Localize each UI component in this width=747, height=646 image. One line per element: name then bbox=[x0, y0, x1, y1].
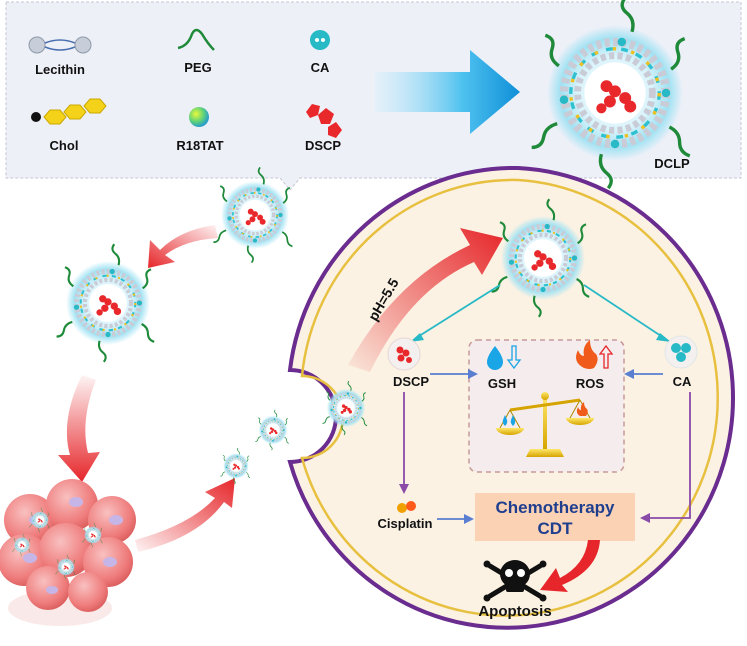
cell-ca-label: CA bbox=[673, 374, 692, 389]
arrow-to-apoptosis bbox=[540, 540, 600, 592]
tumor-cell-cluster bbox=[0, 479, 136, 626]
therapy-cdt-label: CDT bbox=[538, 519, 574, 538]
legend-peg-label: PEG bbox=[184, 60, 211, 75]
lecithin-icon bbox=[28, 36, 92, 54]
cell-dscp-label: DSCP bbox=[393, 374, 429, 389]
legend-dscp-label: DSCP bbox=[305, 138, 341, 153]
arrowhead-ca bbox=[656, 333, 671, 342]
legend-ca-label: CA bbox=[311, 60, 330, 75]
chol-icon bbox=[31, 98, 107, 125]
ca-icon bbox=[310, 30, 330, 50]
arrowhead-dscp bbox=[410, 333, 424, 342]
legend-lecithin-label: Lecithin bbox=[35, 62, 85, 77]
decrease-arrow-icon bbox=[506, 345, 522, 370]
dscp-icon bbox=[387, 337, 421, 371]
nanoparticle-small-2 bbox=[254, 408, 290, 452]
arrow-to-tumor bbox=[58, 375, 100, 482]
water-drop-icon bbox=[487, 346, 503, 370]
arrowhead-therapy-right bbox=[640, 513, 650, 523]
increase-arrow-icon bbox=[598, 344, 614, 369]
release-arrows bbox=[415, 284, 665, 339]
arrowhead-cisplatin bbox=[399, 484, 409, 494]
nanoparticle-circulation bbox=[57, 244, 155, 362]
cisplatin-label: Cisplatin bbox=[378, 516, 433, 531]
nanoparticle-top bbox=[213, 167, 292, 262]
ca-icon bbox=[664, 335, 698, 369]
arrow-to-circulation bbox=[148, 225, 218, 268]
balance-scale-icon bbox=[496, 392, 594, 457]
skull-crossbones-icon bbox=[483, 560, 547, 602]
flame-icon bbox=[576, 340, 598, 369]
arrow-ca-to-therapy bbox=[646, 392, 691, 519]
dclp-label: DCLP bbox=[654, 156, 690, 171]
arrow-endosome-escape bbox=[348, 228, 503, 372]
arrowhead-gsh bbox=[468, 369, 478, 379]
dscp-icon bbox=[306, 104, 342, 138]
therapy-box bbox=[475, 493, 635, 541]
arrowhead-therapy-left bbox=[464, 514, 474, 524]
cisplatin-icon bbox=[397, 501, 416, 513]
peg-icon bbox=[177, 28, 215, 51]
therapy-chemotherapy-label: Chemotherapy bbox=[495, 498, 615, 517]
ros-label: ROS bbox=[576, 376, 605, 391]
legend-r18tat-label: R18TAT bbox=[176, 138, 223, 153]
legend-panel bbox=[5, 1, 742, 191]
arrowhead-ros bbox=[624, 369, 634, 379]
nanoparticle-small-1 bbox=[219, 447, 251, 485]
apoptosis-label: Apoptosis bbox=[478, 603, 551, 620]
gsh-label: GSH bbox=[488, 376, 516, 391]
arrow-to-cell bbox=[135, 478, 235, 552]
r18tat-icon bbox=[189, 107, 209, 127]
assembly-arrow bbox=[375, 50, 520, 134]
legend-chol-label: Chol bbox=[50, 138, 79, 153]
